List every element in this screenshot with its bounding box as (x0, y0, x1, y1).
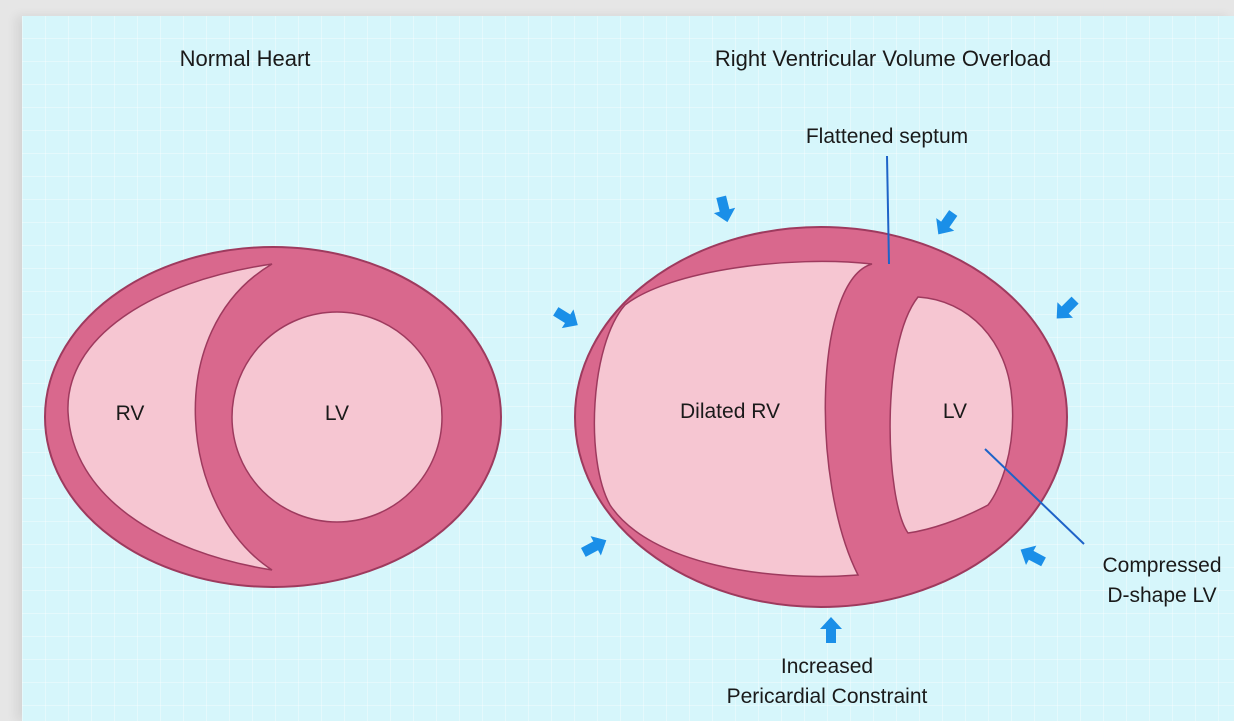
flattened-septum-label: Flattened septum (806, 125, 968, 148)
dilated-rv-label: Dilated RV (680, 400, 780, 423)
arrow-icon (710, 194, 738, 225)
arrow-icon (820, 617, 842, 643)
arrow-icon (1049, 292, 1083, 326)
normal-heart: RV LV (45, 247, 501, 587)
overload-title: Right Ventricular Volume Overload (715, 46, 1051, 71)
constraint-label-line2: Pericardial Constraint (727, 685, 928, 708)
arrow-icon (1015, 540, 1048, 572)
arrow-icon (578, 530, 611, 562)
compressed-lv-label-line1: Compressed (1102, 554, 1221, 577)
normal-rv-label: RV (116, 402, 145, 425)
arrow-icon (929, 207, 962, 241)
arrow-icon (550, 302, 584, 334)
overload-heart: Dilated RV LV (575, 227, 1067, 607)
constraint-label-line1: Increased (781, 655, 873, 678)
compressed-lv-label-line2: D-shape LV (1107, 584, 1216, 607)
normal-heart-title: Normal Heart (180, 46, 311, 71)
compressed-lv-label: LV (943, 400, 967, 423)
normal-lv-label: LV (325, 402, 349, 425)
